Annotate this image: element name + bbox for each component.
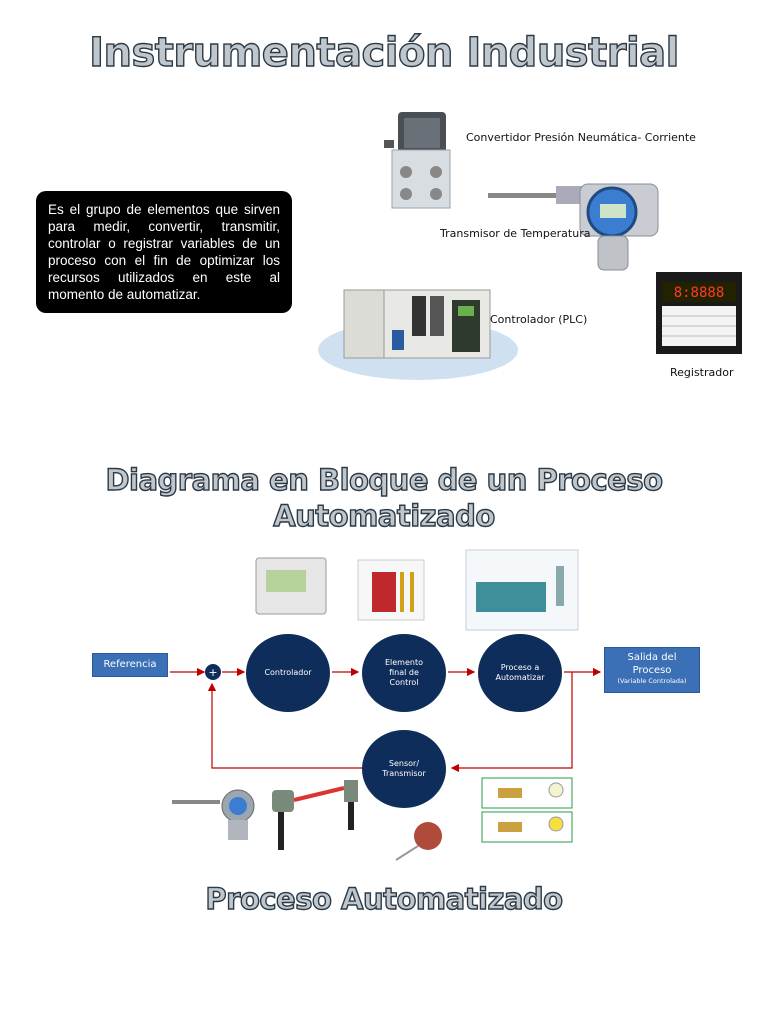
sensor-line1: Sensor/ — [388, 759, 420, 768]
output-line3: (Variable Controlada) — [617, 677, 687, 685]
converter-label: Convertidor Presión Neumática- Corriente — [466, 131, 696, 144]
instruments-illustrations: 8:8888 — [318, 112, 742, 380]
final-element-line2: final de — [389, 668, 419, 677]
recorder-label: Registrador — [670, 366, 734, 379]
section1-title: Instrumentación Industrial — [88, 29, 680, 76]
process-line2: Automatizar — [495, 673, 545, 682]
final-element-line1: Elemento — [384, 658, 423, 667]
pressure-converter-image — [384, 112, 451, 209]
valve-image — [357, 559, 425, 621]
plc-label: Controlador (PLC) — [490, 313, 588, 326]
output-line2: Proceso — [632, 665, 672, 676]
process-output-block: Salida del Proceso (Variable Controlada) — [604, 647, 700, 693]
section2-title-line2: Automatizado — [272, 498, 496, 533]
recorder-display: 8:8888 — [674, 285, 725, 301]
description-box: Es el grupo de elementos que sirven para… — [36, 191, 292, 313]
controller-block: Controlador — [246, 634, 330, 712]
process-plant-image — [465, 549, 579, 631]
temperature-transmitter-image — [488, 183, 659, 271]
summing-junction: + — [208, 666, 217, 679]
section3-title: Proceso Automatizado — [205, 881, 564, 916]
reference-block: Referencia — [92, 653, 168, 677]
process-block: Proceso a Automatizar — [478, 634, 562, 712]
transmitter-label: Transmisor de Temperatura — [440, 227, 591, 240]
controller-device-image — [255, 557, 327, 615]
final-element-line3: Control — [389, 678, 419, 687]
output-line1: Salida del — [627, 652, 677, 663]
process-line1: Proceso a — [500, 663, 540, 672]
final-control-element-block: Elemento final de Control — [362, 634, 446, 712]
recorder-image: 8:8888 — [656, 272, 742, 354]
plc-image — [318, 289, 518, 380]
sensor-line2: Transmisor — [382, 769, 426, 778]
section2-title: Diagrama en Bloque de un Proceso Automat… — [0, 462, 768, 534]
section2-title-line1: Diagrama en Bloque de un Proceso — [105, 462, 664, 497]
controller-block-label: Controlador — [264, 668, 312, 677]
sensor-transmitter-block: Sensor/ Transmisor — [362, 730, 446, 808]
block-diagram-lines: + — [170, 549, 602, 861]
sensors-illustration — [172, 777, 573, 861]
